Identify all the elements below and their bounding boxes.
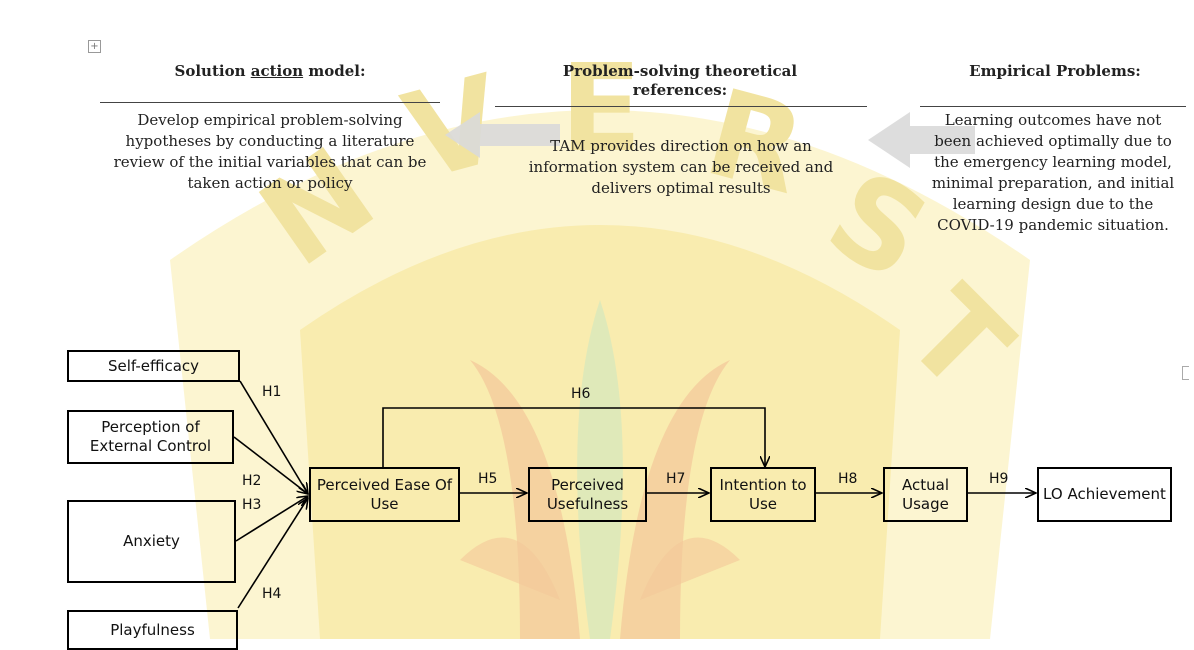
node-self-efficacy: Self-efficacy: [67, 350, 240, 382]
node-perceived-usefulness: Perceived Usefulness: [528, 467, 647, 522]
label-h1: H1: [262, 384, 282, 400]
label-h6: H6: [571, 386, 591, 402]
solution-model-text: Develop empirical problem-solving hypoth…: [113, 111, 427, 192]
edge-h4: [237, 498, 308, 609]
label-h8: H8: [838, 471, 858, 487]
solution-rule: [100, 102, 440, 103]
node-external-control: Perception of External Control: [67, 410, 234, 464]
edge-h6: [382, 407, 765, 468]
table-move-handle-icon[interactable]: +: [88, 40, 101, 53]
cell-marker: [1182, 366, 1189, 380]
solution-model-heading: Solution action model:: [174, 62, 366, 80]
node-intention-to-use: Intention to Use: [710, 467, 816, 522]
label-h7: H7: [666, 471, 686, 487]
label-h9: H9: [989, 471, 1009, 487]
edge-h2: [233, 436, 308, 494]
node-lo-achievement: LO Achievement: [1037, 467, 1172, 522]
label-h3: H3: [242, 497, 262, 513]
node-perceived-ease-of-use: Perceived Ease Of Use: [309, 467, 460, 522]
theory-text: TAM provides direction on how an informa…: [528, 137, 834, 197]
edge-h1: [239, 380, 308, 494]
svg-text:E: E: [560, 40, 642, 179]
theory-rule: [495, 106, 867, 107]
label-h2: H2: [242, 473, 262, 489]
node-actual-usage: Actual Usage: [883, 467, 968, 522]
node-anxiety: Anxiety: [67, 500, 236, 583]
empirical-text: Learning outcomes have not been achieved…: [931, 111, 1175, 234]
label-h5: H5: [478, 471, 498, 487]
empirical-rule: [920, 106, 1186, 107]
label-h4: H4: [262, 586, 282, 602]
node-playfulness: Playfulness: [67, 610, 238, 650]
edge-h3: [235, 496, 308, 542]
theory-heading: Problem-solving theoretical references:: [562, 62, 798, 99]
empirical-heading: Empirical Problems:: [969, 62, 1141, 80]
